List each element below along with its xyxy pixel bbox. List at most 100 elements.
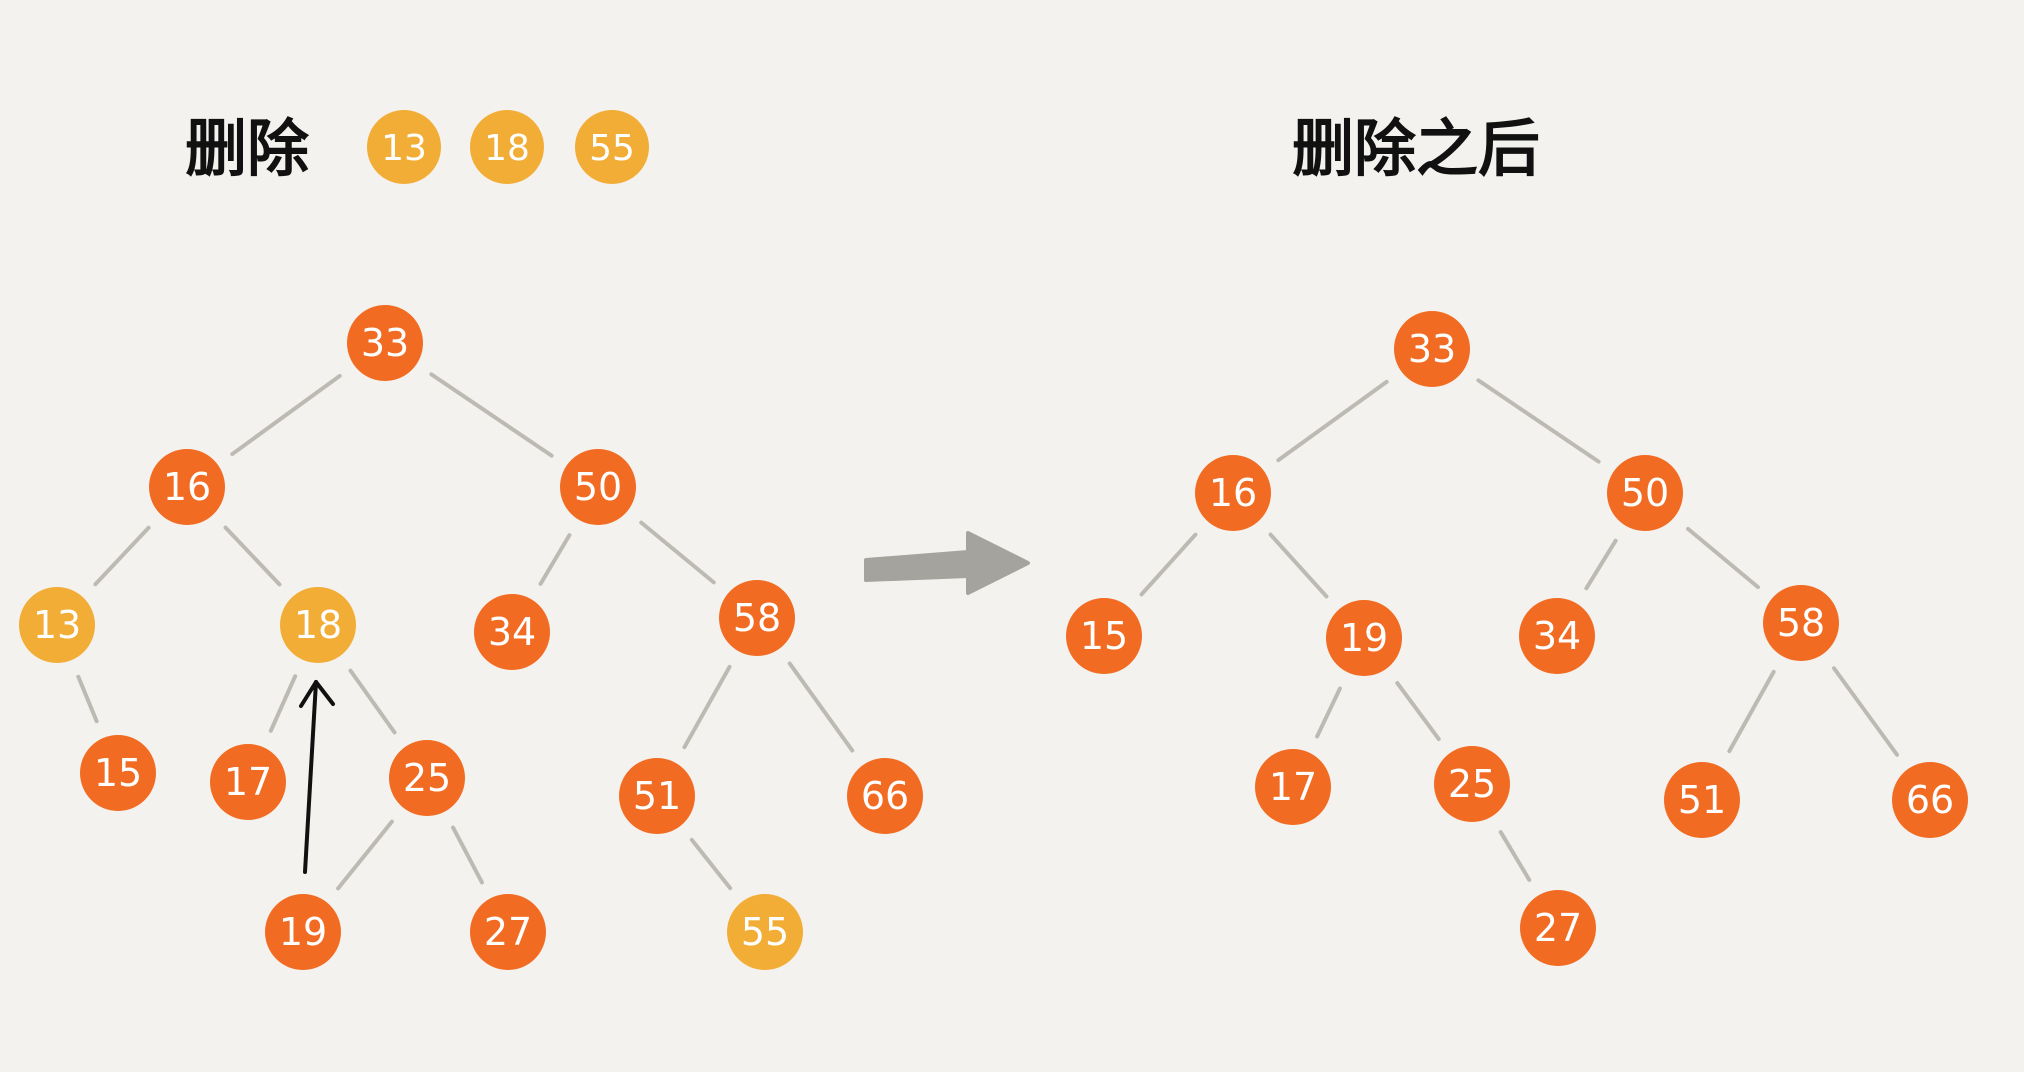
tree-edge: [639, 520, 716, 585]
node-label: 15: [1080, 614, 1128, 658]
node-circle: [1326, 600, 1402, 676]
node-circle: [1066, 598, 1142, 674]
node-circle: [474, 594, 550, 670]
node-circle: [1763, 585, 1839, 661]
node-label: 34: [1533, 614, 1581, 658]
node-circle: [1520, 890, 1596, 966]
tree-node: 34: [1519, 598, 1595, 674]
deleted-key-chip: 18: [470, 110, 544, 184]
tree-before-edges: [76, 372, 855, 891]
tree-node: 33: [347, 305, 423, 381]
node-circle: [1195, 455, 1271, 531]
node-label: 66: [861, 774, 909, 818]
tree-edge: [336, 819, 394, 891]
tree-node-deleted: 18: [280, 587, 356, 663]
tree-node: 16: [149, 449, 225, 525]
node-label: 66: [1906, 778, 1954, 822]
node-label: 27: [1534, 906, 1582, 950]
node-circle: [619, 758, 695, 834]
node-circle: [389, 740, 465, 816]
tree-node: 34: [474, 594, 550, 670]
tree-edge: [451, 825, 484, 885]
pointer-shaft: [303, 680, 318, 874]
pointer-head: [299, 680, 335, 708]
node-label: 17: [224, 760, 272, 804]
tree-edge: [1686, 526, 1760, 590]
node-circle: [347, 305, 423, 381]
node-circle: [560, 449, 636, 525]
tree-after-edges: [1139, 378, 1900, 882]
tree-node: 66: [1892, 762, 1968, 838]
tree-edge: [223, 525, 282, 587]
deleted-key-chip: 55: [575, 110, 649, 184]
node-label: 13: [33, 603, 81, 647]
tree-node: 16: [1195, 455, 1271, 531]
tree-edge: [348, 668, 397, 735]
node-circle: [1664, 762, 1740, 838]
tree-node-deleted: 55: [727, 894, 803, 970]
node-label: 51: [1678, 778, 1726, 822]
tree-node: 15: [80, 735, 156, 811]
tree-node: 17: [210, 744, 286, 820]
tree-node: 50: [560, 449, 636, 525]
node-circle: [1394, 311, 1470, 387]
tree-node: 19: [265, 894, 341, 970]
transition-arrow-icon: [864, 531, 1030, 595]
node-circle: [149, 449, 225, 525]
node-circle: [847, 758, 923, 834]
chip-label: 55: [589, 128, 635, 169]
chip-circle: [470, 110, 544, 184]
tree-edge: [1498, 830, 1532, 882]
node-label: 17: [1269, 765, 1317, 809]
chip-label: 18: [484, 128, 530, 169]
tree-edge: [689, 837, 733, 891]
chip-circle: [367, 110, 441, 184]
node-label: 55: [741, 910, 789, 954]
tree-node: 25: [1434, 746, 1510, 822]
tree-edge: [1727, 669, 1776, 754]
node-circle: [80, 735, 156, 811]
tree-edge: [76, 674, 99, 724]
chip-label: 13: [381, 128, 427, 169]
node-circle: [1892, 762, 1968, 838]
deleted-keys-legend: 13 18 55: [367, 110, 649, 184]
tree-before: 33 16 50 13 18 34 58 15 17 25 51 66 19 27 55: [19, 305, 923, 970]
node-circle: [1607, 455, 1683, 531]
node-circle: [719, 580, 795, 656]
tree-edge: [1139, 532, 1198, 597]
tree-node: 27: [1520, 890, 1596, 966]
node-label: 19: [1340, 616, 1388, 660]
node-circle: [727, 894, 803, 970]
tree-edge: [1268, 532, 1329, 599]
node-circle: [280, 587, 356, 663]
deleted-key-chip: 13: [367, 110, 441, 184]
node-circle: [1434, 746, 1510, 822]
node-label: 58: [733, 596, 781, 640]
tree-edge: [1584, 538, 1618, 591]
tree-node: 66: [847, 758, 923, 834]
node-label: 33: [361, 321, 409, 365]
tree-edge: [429, 372, 554, 458]
node-label: 50: [574, 465, 622, 509]
node-label: 58: [1777, 601, 1825, 645]
node-label: 25: [403, 756, 451, 800]
tree-node: 25: [389, 740, 465, 816]
node-label: 51: [633, 774, 681, 818]
tree-edge: [682, 664, 732, 750]
tree-node: 58: [1763, 585, 1839, 661]
node-circle: [1519, 598, 1595, 674]
tree-node-deleted: 13: [19, 587, 95, 663]
tree-node: 51: [1664, 762, 1740, 838]
chip-circle: [575, 110, 649, 184]
node-circle: [1255, 749, 1331, 825]
node-label: 33: [1408, 327, 1456, 371]
tree-node: 27: [470, 894, 546, 970]
node-label: 25: [1448, 762, 1496, 806]
tree-edge: [538, 533, 572, 586]
tree-edge: [787, 661, 855, 753]
tree-edge: [1395, 681, 1441, 741]
